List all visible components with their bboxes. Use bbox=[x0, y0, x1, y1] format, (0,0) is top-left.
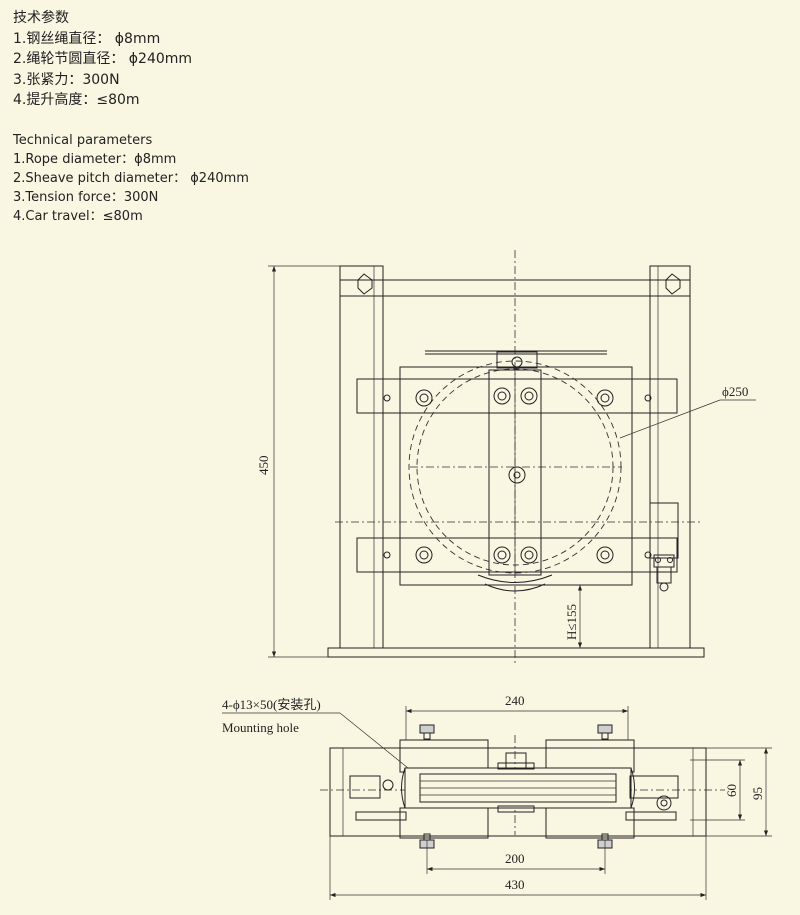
spec-item-sheave-en: 2.Sheave pitch diameter： ϕ240mm bbox=[13, 171, 249, 186]
spec-item-rope-en: 1.Rope diameter：ϕ8mm bbox=[13, 152, 177, 167]
block-left-top bbox=[399, 739, 489, 773]
technical-parameters-english: Technical parameters 1.Rope diameter：ϕ8m… bbox=[13, 131, 249, 226]
block-left-bottom bbox=[399, 807, 489, 839]
spec-item-travel-en: 4.Car travel：≤80m bbox=[13, 209, 143, 224]
front-view: ϕ250 450 H≤155 bbox=[256, 250, 756, 664]
width-430-label: 430 bbox=[505, 877, 525, 892]
mounting-plate bbox=[399, 366, 633, 586]
axle bbox=[508, 466, 526, 484]
specs-title-en: Technical parameters bbox=[13, 133, 153, 148]
block-right-bottom bbox=[545, 807, 635, 839]
spec-item-sheave-cn: 2.绳轮节圆直径： ϕ240mm bbox=[13, 51, 193, 67]
spec-item-tension-en: 3.Tension force：300N bbox=[13, 190, 159, 205]
travel-dimension-label: H≤155 bbox=[564, 604, 579, 640]
top-view-base bbox=[329, 747, 707, 837]
specs-title-cn: 技术参数 bbox=[13, 10, 69, 26]
mounting-hole-note-cn: 4-ϕ13×50(安装孔) bbox=[222, 697, 321, 712]
top-left-bolt bbox=[357, 273, 373, 295]
width-240-label: 240 bbox=[505, 693, 525, 708]
clamp-bolts bbox=[383, 387, 652, 564]
mounting-hole-note-en: Mounting hole bbox=[222, 720, 299, 735]
spec-item-tension-cn: 3.张紧力：300N bbox=[13, 71, 120, 88]
height-dimension-label: 450 bbox=[256, 456, 271, 476]
width-200-label: 200 bbox=[505, 851, 525, 866]
depth-60-label: 60 bbox=[724, 784, 739, 797]
right-post bbox=[649, 265, 691, 649]
block-right-top bbox=[545, 739, 635, 773]
spec-item-rope-cn: 1.钢丝绳直径： ϕ8mm bbox=[13, 30, 161, 47]
top-right-bolt bbox=[665, 273, 681, 295]
left-post bbox=[339, 265, 384, 649]
pulley-diameter-label: ϕ250 bbox=[722, 384, 748, 399]
depth-95-label: 95 bbox=[750, 787, 765, 800]
lower-clamp-bar bbox=[356, 537, 678, 573]
technical-parameters-chinese: 技术参数 1.钢丝绳直径： ϕ8mm 2.绳轮节圆直径： ϕ240mm 3.张紧… bbox=[13, 8, 192, 111]
limit-switch bbox=[649, 502, 679, 559]
top-view: 240 200 430 60 95 4-ϕ13×50(安装孔) Mounting… bbox=[222, 693, 772, 900]
spec-item-travel-cn: 4.提升高度：≤80m bbox=[13, 92, 140, 108]
base-plate bbox=[327, 647, 705, 658]
upper-clamp-bar bbox=[356, 378, 678, 414]
top-crossbar bbox=[339, 279, 691, 297]
